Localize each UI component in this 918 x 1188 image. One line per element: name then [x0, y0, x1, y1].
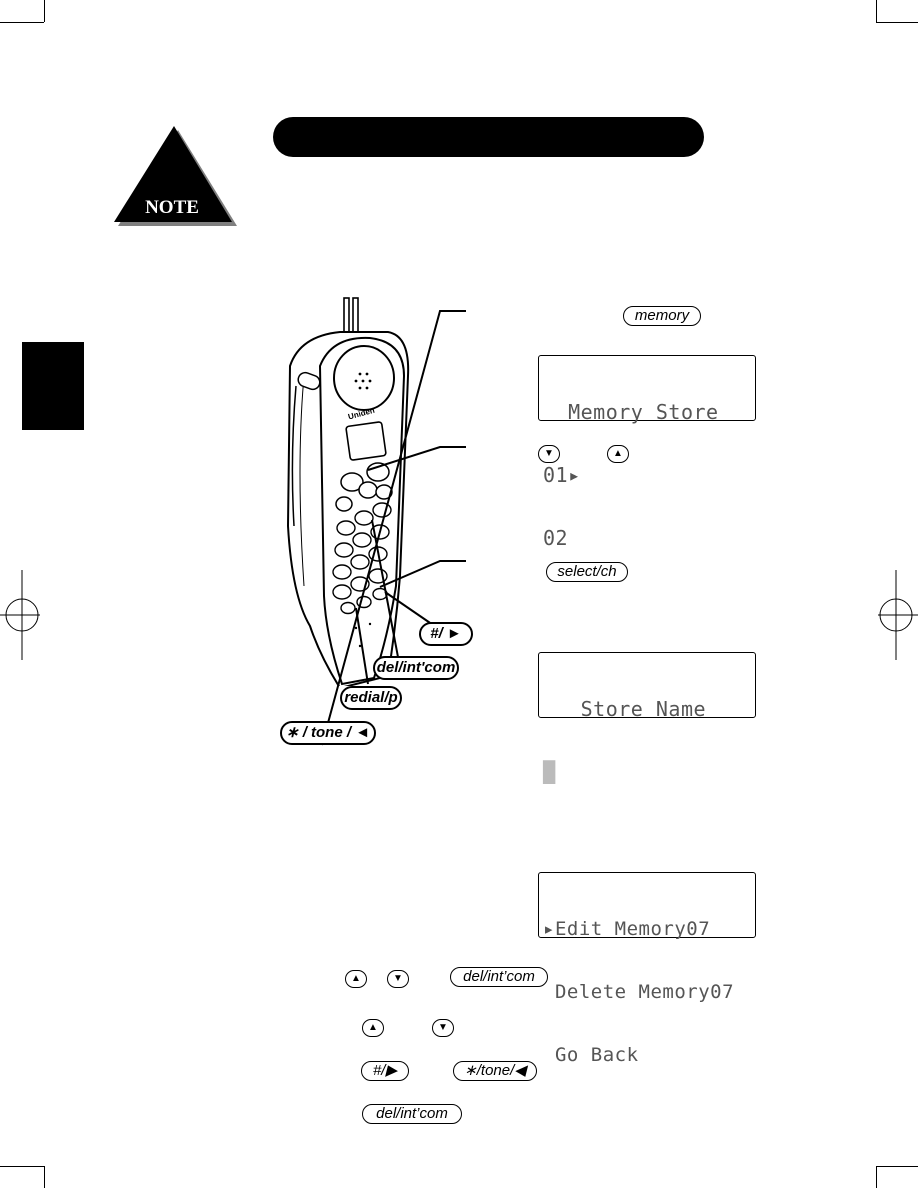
crop-mark-tl-v [44, 0, 45, 22]
crop-mark-bl-v [44, 1166, 45, 1188]
up-arrow-key-3: ▲ [362, 1019, 384, 1037]
crop-mark-tl-h [0, 22, 44, 23]
lcd-memory-store: Memory Store 01▸ 02 [538, 355, 756, 549]
section-title-bar [273, 117, 704, 157]
down-arrow-key-2: ▼ [387, 970, 409, 988]
select-ch-key: select/ch [546, 562, 628, 582]
crop-mark-br-v [876, 1166, 877, 1188]
note-label: NOTE [145, 197, 199, 218]
note-warning-icon: NOTE [114, 126, 237, 226]
hash-right-key: #/ ► [419, 622, 473, 646]
lcd-edit-menu: ▸Edit Memory07 Delete Memory07 Go Back [538, 872, 756, 1066]
lcd-line: Go Back [543, 1044, 639, 1066]
down-arrow-key-1: ▼ [538, 445, 560, 463]
chapter-tab [22, 342, 84, 430]
del-intcom-key-3: del/int’com [362, 1104, 462, 1124]
redial-key-callout: redial/p [340, 686, 402, 710]
up-arrow-key-2: ▲ [345, 970, 367, 988]
crop-mark-tr-h [876, 22, 918, 23]
up-arrow-key-1: ▲ [607, 445, 629, 463]
lcd-line: Store Name [543, 697, 707, 721]
del-intcom-key-callout: del/int'com [373, 656, 459, 680]
lcd-line: Memory Store [543, 400, 719, 424]
lcd-line: ▸Edit Memory07 [543, 918, 711, 940]
lcd-line: Delete Memory07 [543, 981, 735, 1003]
star-tone-key-small: ∗/tone/◀ [453, 1061, 537, 1081]
memory-key: memory [623, 306, 701, 326]
crop-mark-bl-h [0, 1166, 44, 1167]
lcd-line: 02 [543, 526, 569, 550]
lcd-line: 01▸ [543, 463, 581, 487]
registration-mark-right [878, 570, 918, 660]
cordless-handset-illustration: Uniden [286, 297, 410, 686]
crop-mark-tr-v [876, 0, 877, 22]
crop-mark-br-h [876, 1166, 918, 1167]
down-arrow-key-3: ▼ [432, 1019, 454, 1037]
star-tone-key-callout: ∗ / tone / ◄ [280, 721, 376, 745]
lcd-cursor: █ [543, 760, 556, 784]
del-intcom-key-2: del/int’com [450, 967, 548, 987]
registration-mark-left [0, 570, 40, 660]
hash-right-key-small: #/▶ [361, 1061, 409, 1081]
lcd-store-name: Store Name █ [538, 652, 756, 783]
